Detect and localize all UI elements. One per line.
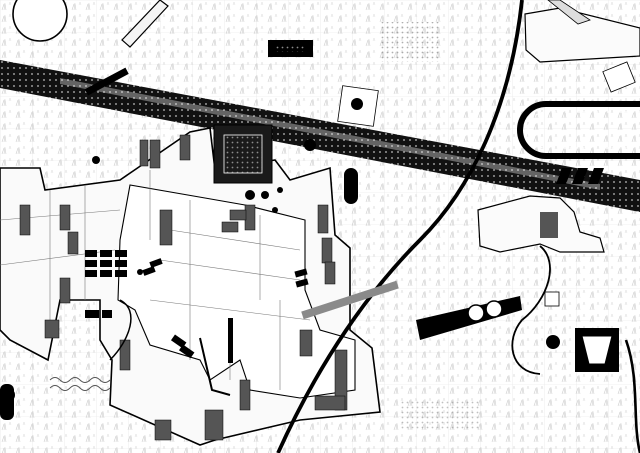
pool-dot [546, 335, 560, 349]
pier-ring-left [467, 304, 485, 322]
diagonal-dark-strip [84, 67, 129, 96]
pool-funnel [581, 335, 613, 365]
loop-path-right [511, 245, 551, 375]
track-loop-inner [527, 111, 640, 149]
railway-band-core [60, 78, 600, 190]
inner-courtyard [117, 184, 356, 399]
right-plots [544, 61, 636, 307]
round-plaza [12, 0, 68, 42]
stadium-field [223, 134, 263, 174]
building-clusters [19, 134, 348, 441]
pier-slab [301, 280, 399, 320]
dotted-zone-top [380, 22, 440, 62]
top-plaque-inner [276, 45, 304, 52]
pier-ring-right [485, 300, 503, 318]
inner-black-curve [199, 337, 231, 396]
chevron-marks [556, 168, 604, 184]
left-loop-line [109, 299, 132, 361]
diagonal-building-top [121, 0, 169, 48]
square-pavilion-dot [351, 98, 363, 110]
capsule-object [344, 168, 358, 204]
right-top-tower [547, 0, 591, 25]
edge-curve-right [624, 339, 640, 453]
dotted-zone-bottom [400, 400, 480, 430]
main-road-curve [276, 0, 524, 453]
track-loop [517, 101, 640, 159]
water-waves [49, 377, 111, 391]
bottom-left-capsule [0, 384, 14, 420]
dark-units-left [85, 250, 309, 363]
block-divisions [0, 170, 311, 390]
right-middle-block [540, 212, 558, 238]
railway-band [0, 60, 640, 212]
